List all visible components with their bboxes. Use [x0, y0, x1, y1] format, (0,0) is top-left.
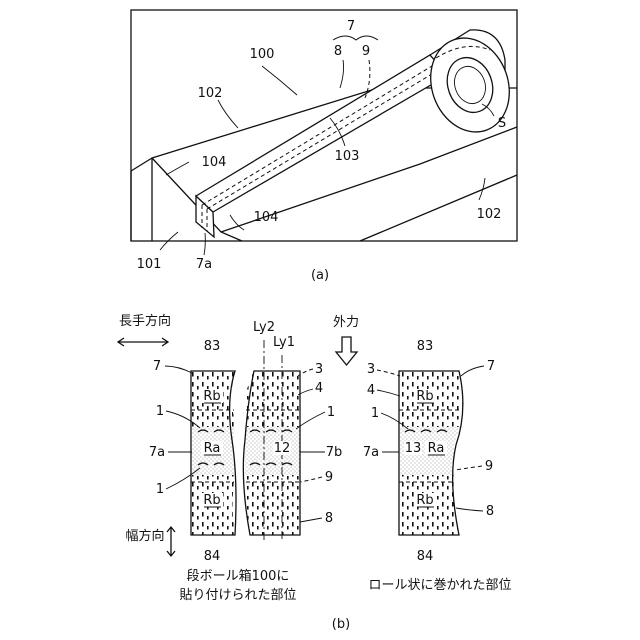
figure-b-caption: (b) [332, 617, 350, 632]
right-caption: ロール状に巻かれた部位 [368, 578, 511, 593]
tape-roll [418, 27, 522, 143]
middle-label-4: 4 [315, 381, 323, 396]
left-label-7: 7 [153, 359, 161, 374]
label-102-right: 102 [477, 207, 502, 222]
left-label-1-top: 1 [156, 404, 164, 419]
double-arrow-vertical-icon [167, 527, 175, 556]
middle-label-7b: 7b [326, 445, 343, 460]
tape-strip [196, 55, 448, 237]
width-direction-label: 幅方向 [125, 528, 164, 544]
left-caption-line1: 段ボール箱100に [187, 568, 290, 584]
label-7a: 7a [196, 257, 212, 272]
figure-b: 長手方向 幅方向 外力 Rb [118, 313, 512, 632]
middle-label-1: 1 [327, 405, 335, 420]
middle-label-9: 9 [325, 470, 333, 485]
label-100: 100 [250, 47, 275, 62]
figure-a-caption: (a) [311, 268, 329, 283]
right-label-84: 84 [417, 549, 434, 564]
external-force-label: 外力 [333, 315, 359, 330]
right-label-8: 8 [486, 504, 494, 519]
ly1-label: Ly1 [273, 335, 295, 350]
down-arrow-icon [336, 337, 357, 365]
left-label-1-bottom: 1 [156, 482, 164, 497]
left-label-7a: 7a [149, 445, 165, 460]
label-9: 9 [362, 44, 370, 59]
right-ra: Ra [428, 441, 445, 456]
middle-tape-strip [243, 340, 300, 540]
ly2-label: Ly2 [253, 320, 275, 335]
left-caption-line2: 貼り付けられた部位 [179, 588, 296, 603]
label-102-left: 102 [198, 86, 223, 101]
right-label-1: 1 [371, 406, 379, 421]
label-103: 103 [335, 149, 360, 164]
label-104-top: 104 [202, 155, 227, 170]
left-label-84: 84 [204, 549, 221, 564]
right-rb-bottom: Rb [416, 493, 433, 508]
middle-label-12: 12 [274, 441, 291, 456]
label-8: 8 [334, 44, 342, 59]
label-101: 101 [137, 257, 162, 272]
left-ra: Ra [204, 441, 221, 456]
figure-a: (a) 7 8 9 100 102 103 104 104 102 101 7a… [131, 10, 522, 283]
length-direction-label: 長手方向 [119, 313, 171, 329]
right-label-4: 4 [367, 383, 375, 398]
left-rb-top: Rb [203, 389, 220, 404]
left-rb-bottom: Rb [203, 493, 220, 508]
right-label-9: 9 [485, 459, 493, 474]
right-label-3: 3 [367, 362, 375, 377]
right-label-7: 7 [487, 359, 495, 374]
right-label-83: 83 [417, 339, 434, 354]
right-label-7a: 7a [363, 445, 379, 460]
double-arrow-horizontal-icon [118, 338, 168, 346]
label-S: S [498, 116, 506, 131]
label-104-bottom: 104 [254, 210, 279, 225]
middle-label-3: 3 [315, 362, 323, 377]
middle-label-8: 8 [325, 511, 333, 526]
right-label-13: 13 [405, 441, 422, 456]
label-7: 7 [347, 19, 355, 34]
right-rb-top: Rb [416, 389, 433, 404]
left-label-83: 83 [204, 339, 221, 354]
